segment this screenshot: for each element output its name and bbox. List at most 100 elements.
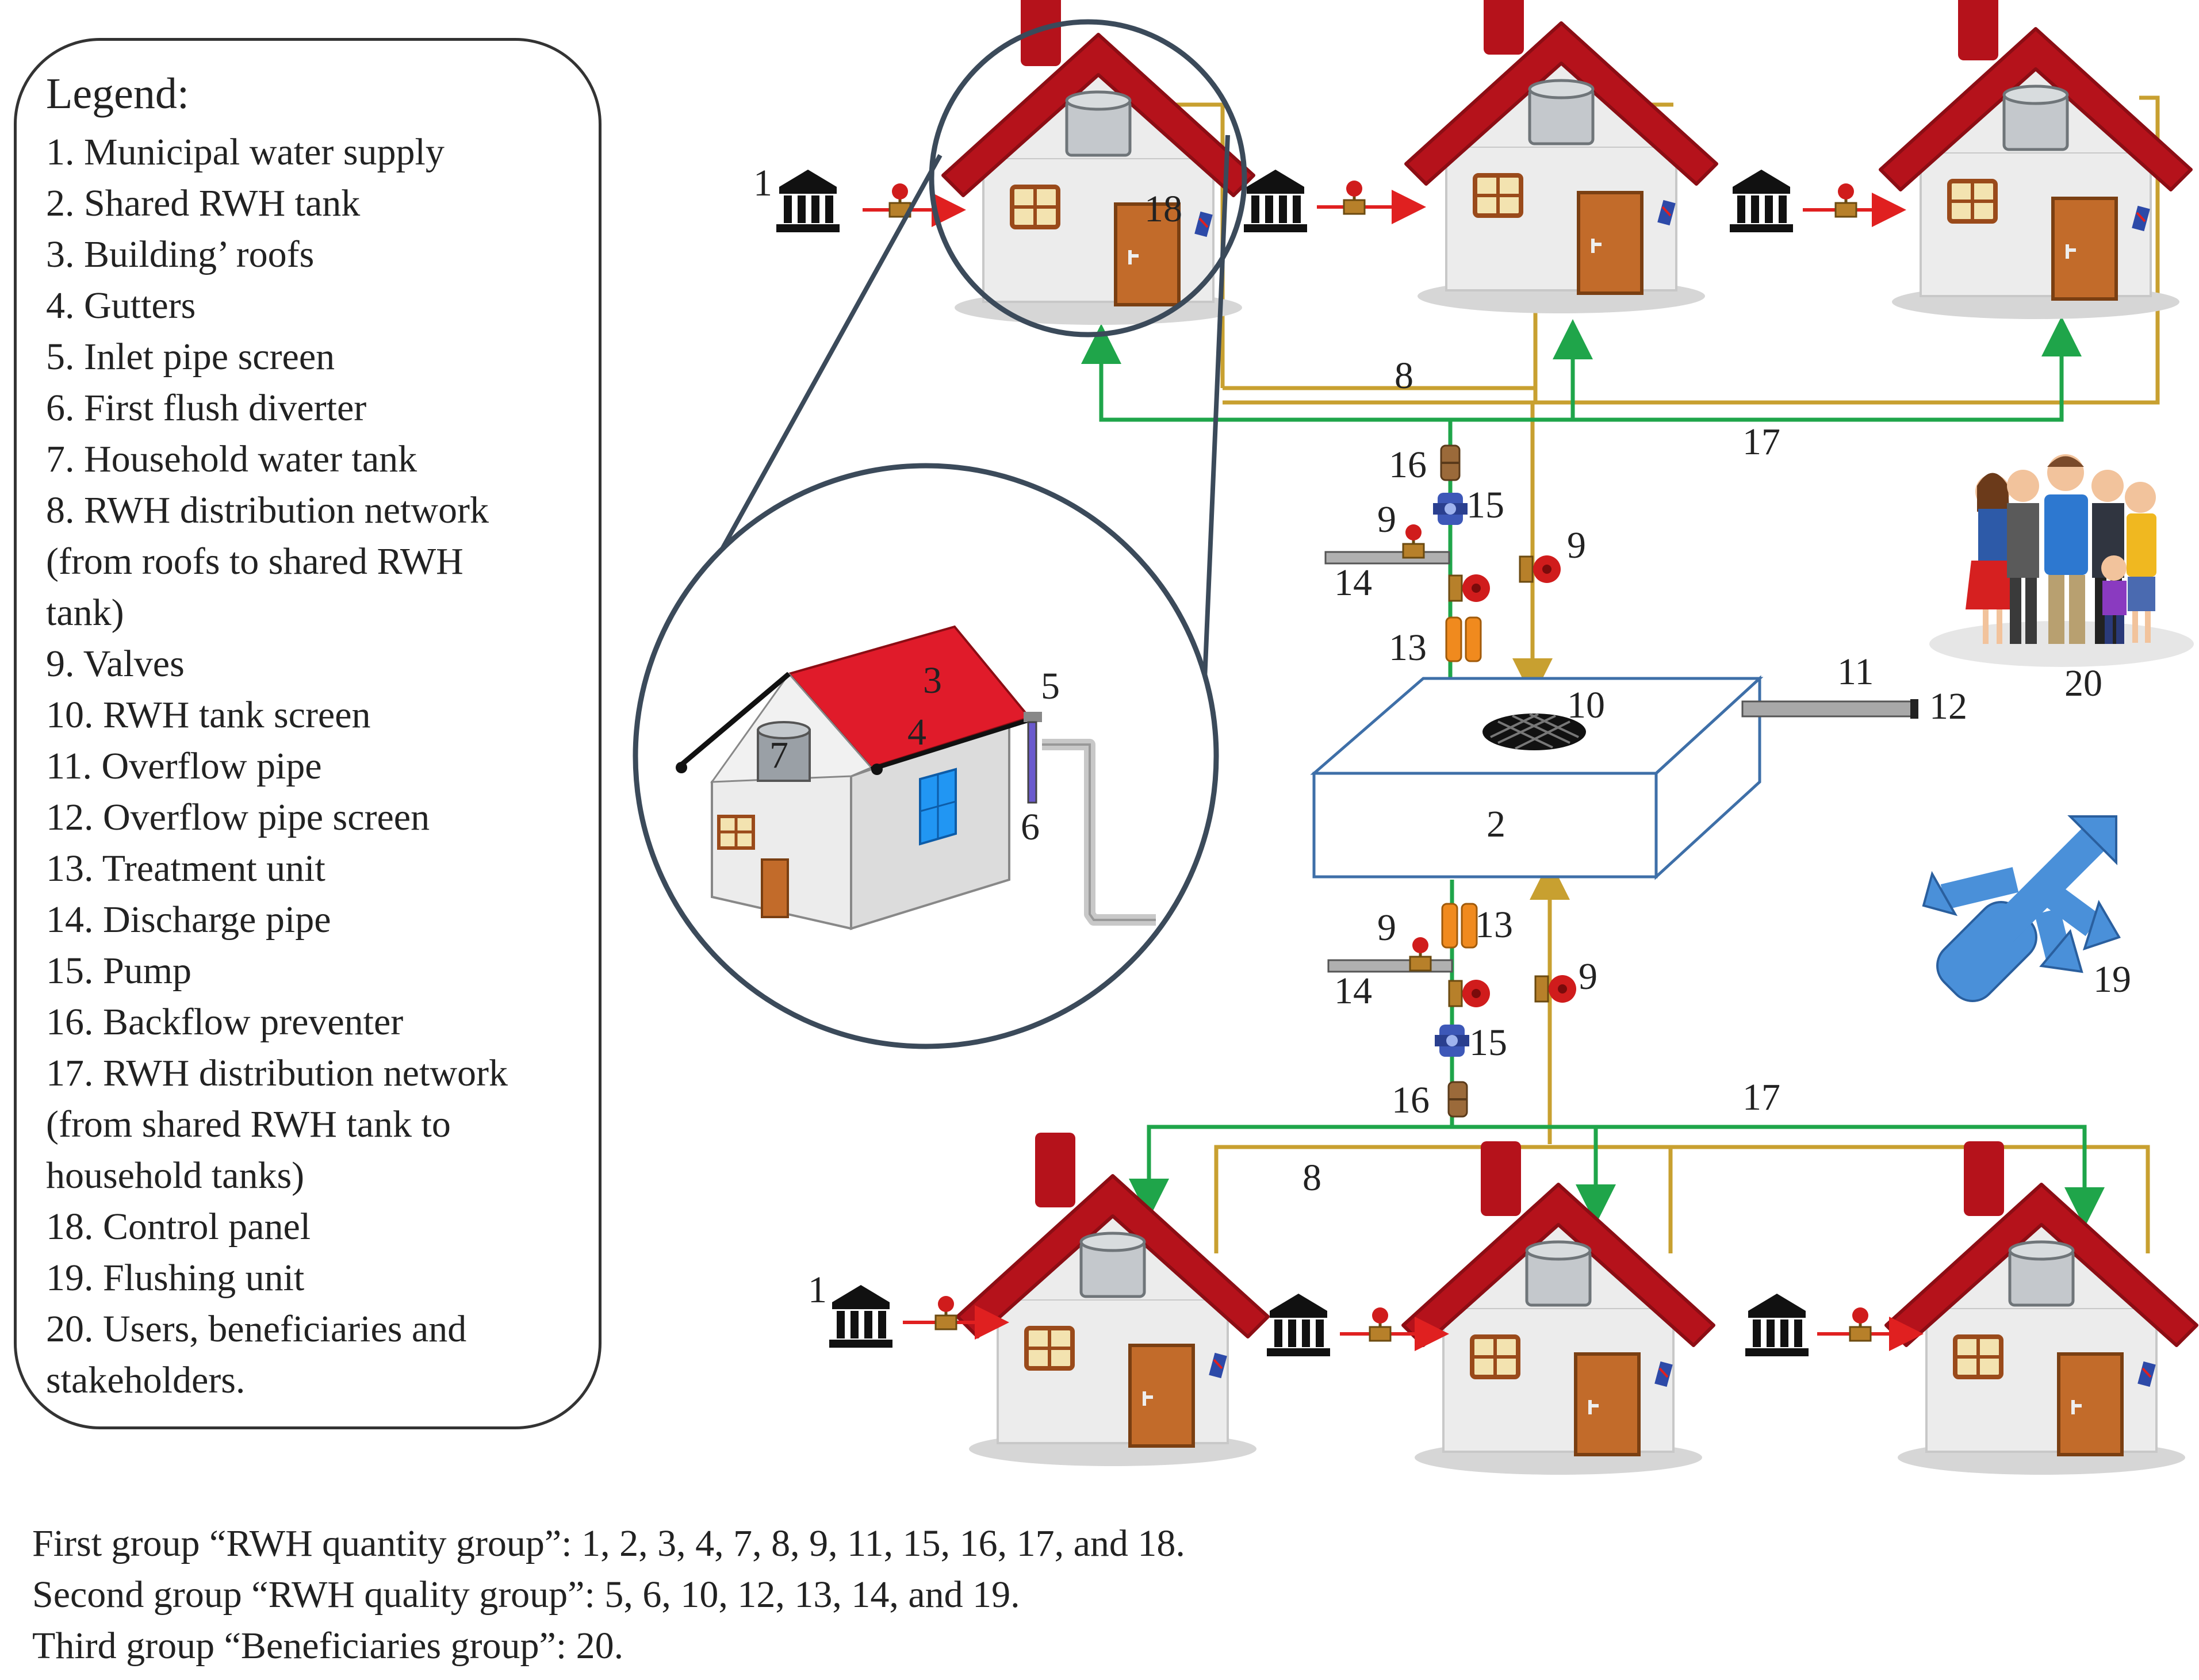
label-12: 12 bbox=[1929, 685, 1967, 727]
municipal-supply-top-3 bbox=[1730, 170, 1906, 232]
legend-item: 8. RWH distribution network bbox=[46, 489, 489, 531]
legend-item: 17. RWH distribution network bbox=[46, 1052, 508, 1094]
valve-icon bbox=[1410, 937, 1431, 971]
label-11: 11 bbox=[1837, 651, 1874, 693]
municipal-supply-top-2 bbox=[1244, 170, 1426, 232]
municipal-supply-bottom-1 bbox=[829, 1285, 1009, 1348]
legend-item: 9. Valves bbox=[46, 643, 185, 685]
valve-icon bbox=[1534, 974, 1577, 1004]
municipal-building-icon bbox=[829, 1285, 892, 1348]
valve-icon bbox=[1370, 1307, 1390, 1341]
label-16: 16 bbox=[1392, 1079, 1430, 1121]
legend-item: 15. Pump bbox=[46, 950, 192, 992]
house-top-2 bbox=[1406, 0, 1717, 313]
valve-icon bbox=[936, 1296, 956, 1329]
group-note-quality: Second group “RWH quality group”: 5, 6, … bbox=[32, 1574, 1020, 1616]
label-13: 13 bbox=[1475, 904, 1513, 946]
flushing-unit-icon bbox=[1922, 815, 2121, 1002]
label-13: 13 bbox=[1389, 627, 1427, 669]
legend-item: 6. First flush diverter bbox=[46, 387, 367, 429]
legend-item: 20. Users, beneficiaries and bbox=[46, 1308, 467, 1350]
legend-title: Legend: bbox=[46, 70, 190, 118]
label-17: 17 bbox=[1742, 421, 1780, 463]
valve-icon bbox=[1403, 524, 1424, 558]
legend-item: 11. Overflow pipe bbox=[46, 745, 322, 787]
detail-house bbox=[676, 625, 1156, 930]
legend-item: 13. Treatment unit bbox=[46, 847, 325, 889]
label-17: 17 bbox=[1742, 1076, 1780, 1118]
label-9: 9 bbox=[1567, 524, 1586, 566]
label-8: 8 bbox=[1395, 355, 1413, 397]
group-note-beneficiaries: Third group “Beneficiaries group”: 20. bbox=[32, 1625, 624, 1667]
legend-item: 3. Building’ roofs bbox=[46, 233, 315, 275]
backflow-preventer-icon bbox=[1440, 444, 1461, 481]
label-2: 2 bbox=[1487, 803, 1505, 845]
legend-item: 1. Municipal water supply bbox=[46, 131, 445, 173]
label-18: 18 bbox=[1144, 188, 1182, 230]
legend-item: 18. Control panel bbox=[46, 1206, 311, 1248]
shared-rwh-tank bbox=[1310, 675, 1918, 880]
municipal-building-icon bbox=[1730, 170, 1793, 232]
valve-icon bbox=[1448, 573, 1491, 603]
house-top-3 bbox=[1880, 0, 2191, 319]
valve-icon bbox=[1448, 979, 1491, 1008]
household-distribution-network-top bbox=[1081, 316, 2082, 678]
label-4: 4 bbox=[907, 711, 926, 753]
house-bottom-2 bbox=[1403, 1141, 1714, 1475]
label-10: 10 bbox=[1567, 684, 1605, 726]
diagram-labels: 1 18 8 17 16 15 9 9 14 13 10 11 12 20 2 … bbox=[753, 162, 2131, 1311]
label-15: 15 bbox=[1466, 484, 1504, 526]
label-1: 1 bbox=[753, 162, 772, 204]
label-14: 14 bbox=[1334, 970, 1372, 1012]
legend-list: 1. Municipal water supply 2. Shared RWH … bbox=[46, 126, 587, 1406]
legend-item: tank) bbox=[46, 592, 124, 634]
legend-item: 4. Gutters bbox=[46, 285, 196, 327]
legend-item: 7. Household water tank bbox=[46, 438, 417, 480]
house-bottom-3 bbox=[1886, 1141, 2197, 1475]
label-6: 6 bbox=[1021, 806, 1040, 848]
backflow-preventer-icon bbox=[1447, 1081, 1468, 1118]
pump-icon bbox=[1433, 493, 1468, 525]
roof-distribution-network-bottom bbox=[1214, 860, 2150, 1253]
legend-item: (from roofs to shared RWH bbox=[46, 540, 463, 582]
label-9: 9 bbox=[1377, 498, 1396, 540]
label-20: 20 bbox=[2064, 662, 2102, 704]
municipal-building-icon bbox=[1745, 1294, 1809, 1356]
label-7: 7 bbox=[769, 734, 788, 776]
municipal-supply-top-1 bbox=[776, 170, 966, 232]
house-bottom-1 bbox=[957, 1133, 1268, 1466]
valve-icon bbox=[1836, 183, 1856, 217]
valve-icon bbox=[1519, 554, 1562, 584]
legend-item: (from shared RWH tank to bbox=[46, 1103, 451, 1145]
upper-equipment bbox=[1324, 444, 1562, 662]
municipal-supply-bottom-3 bbox=[1745, 1294, 1924, 1356]
group-notes: First group “RWH quantity group”: 1, 2, … bbox=[32, 1518, 1185, 1671]
municipal-building-icon bbox=[776, 170, 840, 232]
municipal-building-icon bbox=[1244, 170, 1307, 232]
users-stakeholders-icon bbox=[1929, 454, 2194, 667]
household-distribution-network-bottom bbox=[1129, 880, 2105, 1228]
legend-item: 14. Discharge pipe bbox=[46, 899, 331, 941]
label-15: 15 bbox=[1469, 1022, 1507, 1064]
lower-equipment bbox=[1327, 903, 1577, 1118]
legend-item: 10. RWH tank screen bbox=[46, 694, 371, 736]
label-1: 1 bbox=[808, 1269, 827, 1311]
legend-box bbox=[14, 38, 602, 1429]
label-5: 5 bbox=[1041, 665, 1060, 707]
label-14: 14 bbox=[1334, 562, 1372, 604]
valve-icon bbox=[1850, 1307, 1871, 1341]
legend-item: 16. Backflow preventer bbox=[46, 1001, 404, 1043]
label-9: 9 bbox=[1377, 907, 1396, 949]
municipal-supply-bottom-2 bbox=[1267, 1294, 1449, 1356]
treatment-unit-icon bbox=[1445, 616, 1482, 662]
label-3: 3 bbox=[923, 659, 942, 701]
label-9: 9 bbox=[1579, 956, 1597, 998]
legend-item: household tanks) bbox=[46, 1154, 305, 1196]
legend-item: 12. Overflow pipe screen bbox=[46, 796, 430, 838]
valve-icon bbox=[1344, 181, 1365, 214]
label-8: 8 bbox=[1302, 1157, 1321, 1199]
label-19: 19 bbox=[2093, 958, 2131, 1000]
label-16: 16 bbox=[1389, 444, 1427, 486]
municipal-building-icon bbox=[1267, 1294, 1330, 1356]
